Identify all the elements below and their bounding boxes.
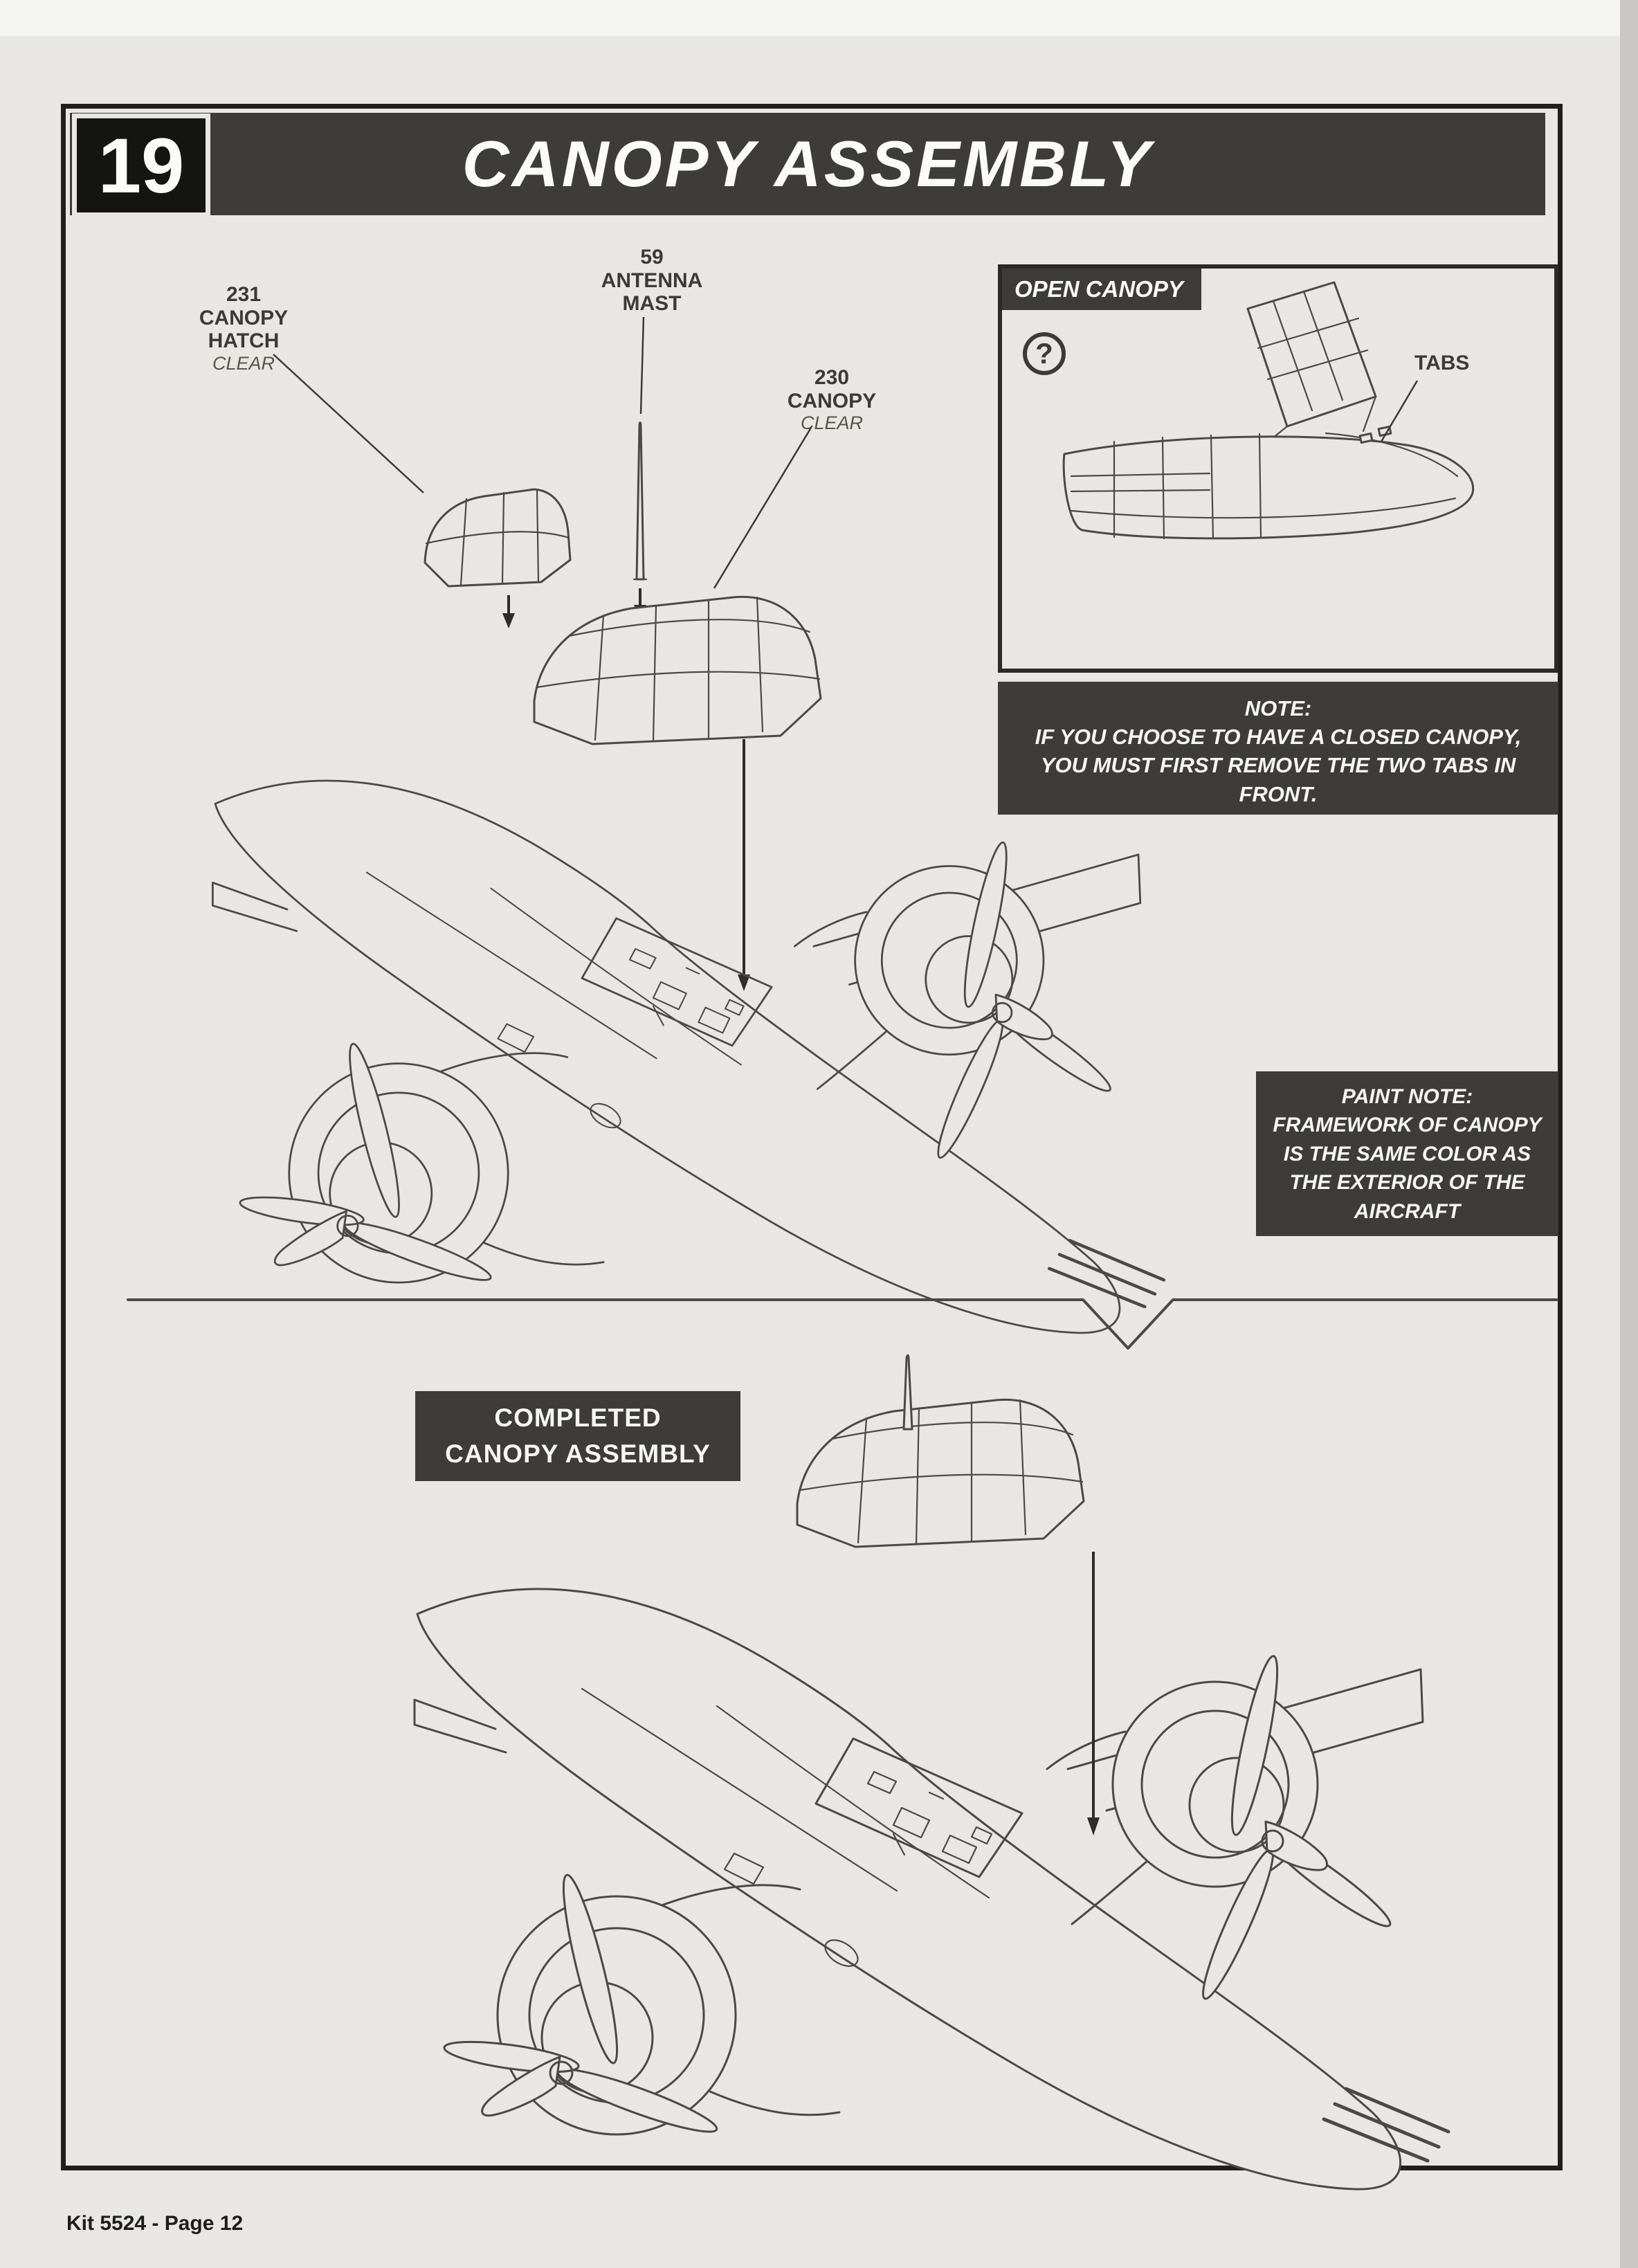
question-icon: ? <box>1023 332 1066 375</box>
exploded-view-drawing <box>83 316 1246 1350</box>
part-finish: CLEAR <box>800 412 864 434</box>
completed-assembly-label: COMPLETED CANOPY ASSEMBLY <box>415 1391 740 1481</box>
part-finish: CLEAR <box>212 352 275 374</box>
step-title: CANOPY ASSEMBLY <box>462 127 1154 200</box>
part-name: CANOPY <box>787 389 877 412</box>
step-header-bar: CANOPY ASSEMBLY 19 <box>70 113 1545 215</box>
paint-note-title: PAINT NOTE: <box>1341 1085 1473 1108</box>
part-name: CANOPY HATCH <box>199 306 289 353</box>
part-name: ANTENNA <box>601 269 703 292</box>
leader-canopy-hatch <box>273 354 424 493</box>
part-number: 230 <box>814 366 850 389</box>
inset-title-bar: OPEN CANOPY <box>1002 269 1201 310</box>
leader-antenna-mast <box>639 316 645 415</box>
part-number: 231 <box>226 283 262 306</box>
canopy-hatch-part-drawing <box>424 488 572 588</box>
fuselage-drawing-completed <box>415 1589 1448 2189</box>
canopy-side-view <box>1062 435 1475 540</box>
note-box: NOTE: IF YOU CHOOSE TO HAVE A CLOSED CAN… <box>998 682 1558 815</box>
open-canopy-inset: OPEN CANOPY ? TABS <box>998 264 1558 673</box>
open-hatch-drawing <box>1246 281 1377 428</box>
part-label-antenna-mast: 59 ANTENNA MAST <box>579 246 725 316</box>
page-frame: CANOPY ASSEMBLY 19 231 CANOPY HATCH CLEA… <box>61 104 1563 2170</box>
part-name-2: MAST <box>622 292 682 316</box>
tabs-label: TABS <box>1414 352 1470 374</box>
paint-note-box: PAINT NOTE: FRAMEWORK OF CANOPY IS THE S… <box>1256 1071 1558 1236</box>
completed-line2: CANOPY ASSEMBLY <box>445 1440 711 1468</box>
antenna-mast-completed <box>902 1354 913 1431</box>
fuselage-drawing <box>212 781 1163 1333</box>
tab-front <box>1358 432 1374 444</box>
leader-tabs <box>1380 380 1419 442</box>
page-footer: Kit 5524 - Page 12 <box>66 2212 244 2235</box>
part-label-canopy: 230 CANOPY CLEAR <box>759 366 904 433</box>
antenna-mast-part-drawing <box>633 421 648 581</box>
completed-line1: COMPLETED <box>494 1404 662 1433</box>
open-canopy-drawing <box>1062 281 1475 540</box>
completed-assembly-drawing <box>235 1354 1557 2268</box>
canopy-part-drawing <box>533 595 822 745</box>
canopy-completed-drawing <box>796 1398 1085 1548</box>
part-number: 59 <box>640 246 664 269</box>
step-number-box: 19 <box>77 118 206 212</box>
leader-canopy <box>713 427 812 589</box>
inset-title: OPEN CANOPY <box>1014 276 1183 302</box>
note-title: NOTE: <box>1244 696 1312 720</box>
step-number: 19 <box>98 122 185 209</box>
section-divider <box>127 1298 1558 1350</box>
paint-note-body: FRAMEWORK OF CANOPY IS THE SAME COLOR AS… <box>1273 1114 1542 1223</box>
part-label-canopy-hatch: 231 CANOPY HATCH CLEAR <box>164 283 323 374</box>
note-body: IF YOU CHOOSE TO HAVE A CLOSED CANOPY, Y… <box>1035 725 1522 806</box>
